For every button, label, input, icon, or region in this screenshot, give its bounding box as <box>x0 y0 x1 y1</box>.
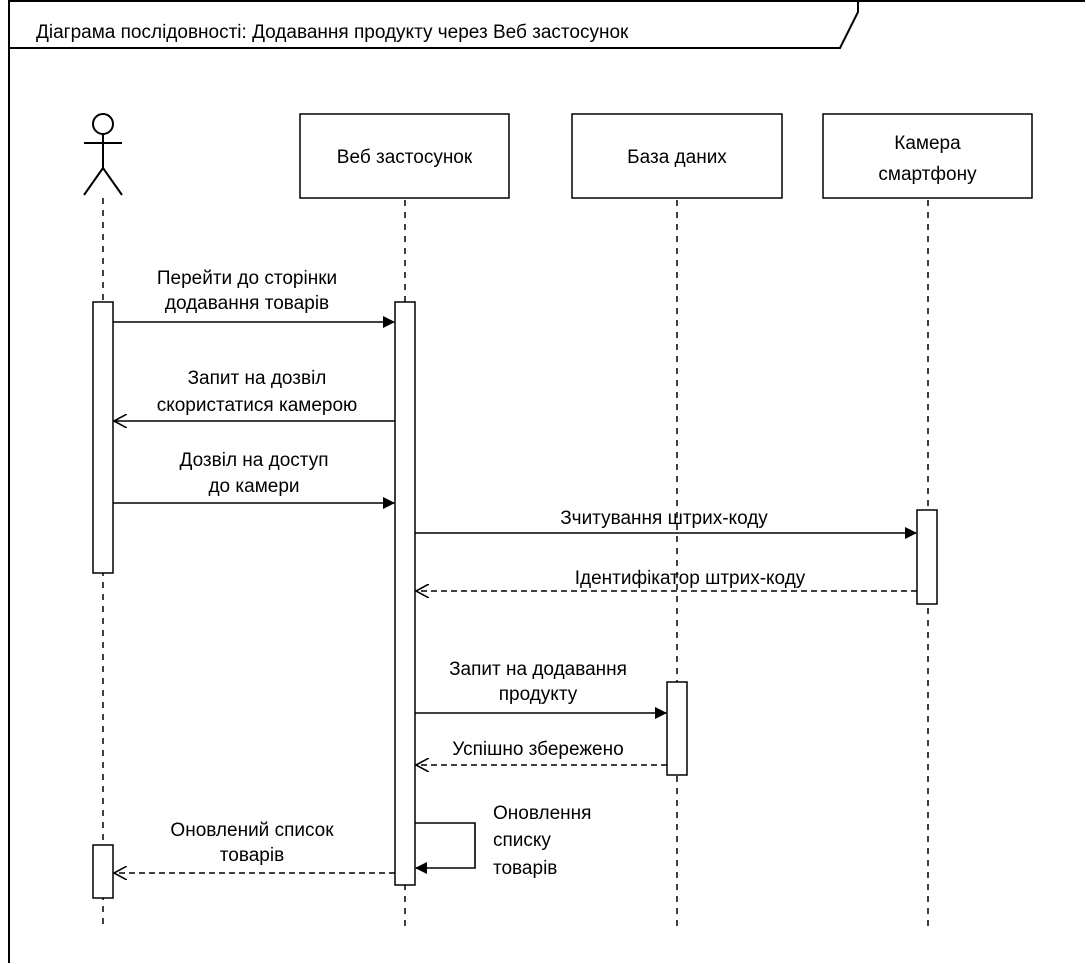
activation-web-1 <box>394 301 416 886</box>
message-3-label-line1: Дозвіл на доступ <box>179 450 328 471</box>
participant-cam: Камера смартфону <box>822 113 1033 199</box>
message-3: Дозвіл на доступ до камери <box>113 450 395 509</box>
participant-cam-label-line2: смартфону <box>878 164 977 185</box>
participant-db: База даних <box>571 113 783 199</box>
message-1-label-line1: Перейти до сторінки <box>157 268 337 289</box>
activations <box>92 301 938 899</box>
participant-cam-label-line1: Камера <box>894 133 961 154</box>
activation-user-1 <box>92 301 114 574</box>
message-2-label-line1: Запит на дозвіл <box>188 368 327 389</box>
activation-cam-1 <box>916 509 938 605</box>
participant-db-label: База даних <box>627 147 727 168</box>
message-8-label-line1: Оновлення <box>493 803 591 824</box>
message-8-label-line2: списку <box>493 830 551 851</box>
message-5-label: Ідентифікатор штрих-коду <box>575 568 806 589</box>
diagram-frame: Діаграма послідовності: Додавання продук… <box>8 0 1085 963</box>
message-8-label-line3: товарів <box>493 858 557 879</box>
message-2: Запит на дозвіл скористатися камерою <box>114 368 395 421</box>
activation-db-1 <box>666 681 688 776</box>
message-9-label-line2: товарів <box>220 845 284 866</box>
message-1: Перейти до сторінки додавання товарів <box>113 268 395 328</box>
actor-user-icon <box>83 113 123 196</box>
participant-web: Веб застосунок <box>299 113 510 199</box>
message-4-label: Зчитування штрих-коду <box>560 508 768 529</box>
message-6: Запит на додавання продукту <box>415 659 667 719</box>
message-9: Оновлений список товарів <box>114 820 395 873</box>
message-8-self: Оновлення списку товарів <box>415 803 591 879</box>
message-3-label-line2: до камери <box>208 476 299 497</box>
participant-web-label: Веб застосунок <box>337 147 473 168</box>
message-7: Успішно збережено <box>416 739 667 765</box>
frame-title-tab <box>9 1 859 49</box>
message-5: Ідентифікатор штрих-коду <box>416 568 917 591</box>
message-9-label-line1: Оновлений список <box>170 820 334 841</box>
message-7-label: Успішно збережено <box>452 739 623 760</box>
message-6-label-line1: Запит на додавання <box>449 659 627 680</box>
message-4: Зчитування штрих-коду <box>415 508 917 539</box>
frame-title: Діаграма послідовності: Додавання продук… <box>36 22 629 43</box>
message-6-label-line2: продукту <box>499 684 578 705</box>
message-2-label-line2: скористатися камерою <box>157 395 358 416</box>
activation-user-2 <box>92 844 114 899</box>
message-1-label-line2: додавання товарів <box>165 293 329 314</box>
